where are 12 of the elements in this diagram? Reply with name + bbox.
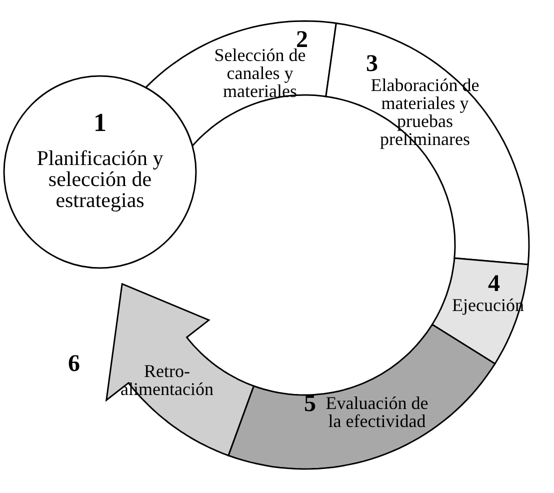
- stage-circle: [3, 75, 197, 269]
- ring-segment: [144, 20, 338, 147]
- stage-number: 4: [487, 272, 501, 296]
- ring-segment: [324, 22, 530, 266]
- stage-number: 3: [365, 52, 379, 76]
- ring-segment: [227, 323, 496, 470]
- ring-segment: [431, 257, 530, 365]
- stage-label: Planificación y selección de estrategias: [36, 148, 164, 211]
- stage-number: 5: [303, 392, 317, 416]
- stage-number: 6: [67, 352, 81, 376]
- stage-number: 1: [92, 110, 108, 136]
- stage-label: Evaluación de la efectividad: [324, 394, 430, 430]
